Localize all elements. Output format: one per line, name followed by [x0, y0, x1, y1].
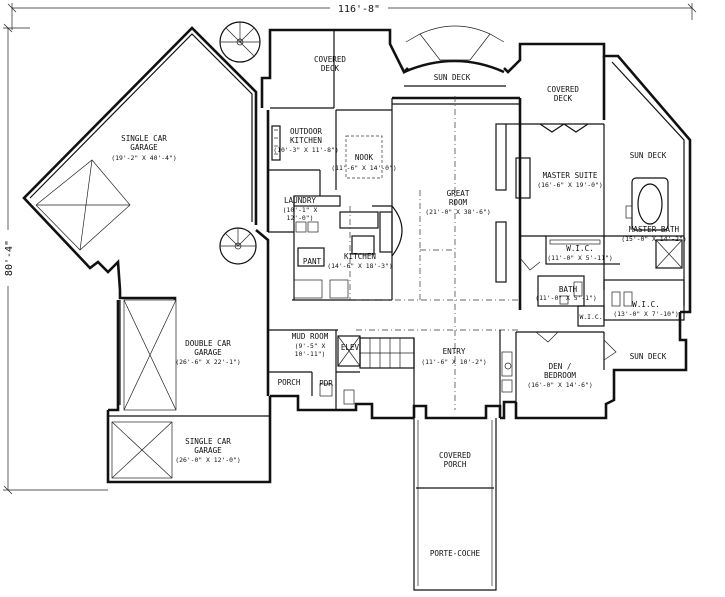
- single-garage-bottom-line2: GARAGE: [194, 446, 222, 455]
- great-room-line1: GREAT: [447, 189, 470, 198]
- mud-room-size-line1: (9'-5" X: [295, 342, 326, 350]
- spiral-stair-top: [219, 21, 261, 63]
- bath-name: BATH: [559, 285, 578, 294]
- exterior-walls: [22, 25, 692, 591]
- wic-upper-name: W.I.C.: [566, 244, 593, 253]
- width-dimension: 116'-8": [338, 4, 380, 15]
- wic-lower-name: W.I.C.: [632, 300, 659, 309]
- covered-porch-line1: COVERED: [439, 451, 471, 460]
- covered-deck-right-line1: COVERED: [547, 85, 579, 94]
- elev-name: ELEV: [341, 343, 360, 352]
- height-dimension: 80'-4": [4, 240, 15, 276]
- kitchen-name: KITCHEN: [344, 252, 376, 261]
- double-garage-size: (26'-6" X 22'-1"): [175, 358, 240, 366]
- mud-room-name: MUD ROOM: [292, 332, 329, 341]
- master-suite-size: (16'-6" X 19'-0"): [537, 181, 602, 189]
- wic-small-name: W.I.C.: [579, 313, 602, 321]
- spiral-stair-middle: [219, 227, 257, 265]
- interior-walls: [266, 30, 685, 418]
- single-garage-top-name-line2: GARAGE: [130, 143, 158, 152]
- bath-size: (11'-0" X 5'-1"): [535, 294, 597, 302]
- mud-room-size-line2: 10'-11"): [295, 350, 326, 358]
- kitchen-size: (14'-6" X 18'-3"): [327, 262, 392, 270]
- great-room-line2: ROOM: [449, 198, 468, 207]
- double-garage-line2: GARAGE: [194, 348, 222, 357]
- single-garage-top-name-line1: SINGLE CAR: [121, 134, 167, 143]
- great-room-size: (21'-0" X 38'-6"): [425, 208, 490, 216]
- sun-deck-lower: SUN DECK: [630, 352, 667, 361]
- laundry-size-line2: 12'-0"): [287, 214, 314, 222]
- den-line2: BEDROOM: [544, 371, 576, 380]
- covered-deck-right-line2: DECK: [554, 94, 573, 103]
- master-bath-name: MASTER BATH: [629, 225, 680, 234]
- single-garage-bottom-line1: SINGLE CAR: [185, 437, 231, 446]
- covered-deck-top-line2: DECK: [321, 64, 340, 73]
- outdoor-kitchen-line1: OUTDOOR: [290, 127, 322, 136]
- nook-size: (11'-6" X 14'-0"): [331, 164, 396, 172]
- covered-porch-line2: PORCH: [444, 460, 467, 469]
- sun-deck-right: SUN DECK: [630, 151, 667, 160]
- master-suite-name: MASTER SUITE: [543, 171, 598, 180]
- porch-small-name: PORCH: [278, 378, 301, 387]
- wic-upper-size: (11'-0" X 5'-11"): [547, 254, 612, 262]
- outdoor-kitchen-line2: KITCHEN: [290, 136, 322, 145]
- single-garage-bottom-size: (26'-0" X 12'-0"): [175, 456, 240, 464]
- covered-deck-top-line1: COVERED: [314, 55, 346, 64]
- pdr-name: PDR: [319, 379, 333, 388]
- den-line1: DEN /: [549, 362, 572, 371]
- sun-deck-top: SUN DECK: [434, 73, 471, 82]
- wic-lower-size: (13'-0" X 7'-10"): [613, 310, 678, 318]
- dimension-lines: 116'-8" 80'-4": [1, 2, 697, 495]
- laundry-size-line1: (10'-1" X: [283, 206, 318, 214]
- pant-name: PANT: [303, 257, 322, 266]
- double-garage-line1: DOUBLE CAR: [185, 339, 231, 348]
- outdoor-kitchen-size: (10'-3" X 11'-8"): [273, 146, 338, 154]
- master-bath-size: (15'-0" X 14'-2"): [621, 235, 686, 243]
- entry-size: (11'-6" X 10'-2"): [421, 358, 486, 366]
- nook-name: NOOK: [355, 153, 374, 162]
- entry-name: ENTRY: [443, 347, 466, 356]
- porte-cochere-name: PORTE-COCHE: [430, 549, 481, 558]
- room-labels: SINGLE CAR GARAGE (19'-2" X 40'-4") COVE…: [111, 55, 686, 558]
- den-size: (16'-0" X 14'-6"): [527, 381, 592, 389]
- single-garage-top-size: (19'-2" X 40'-4"): [111, 154, 176, 162]
- laundry-name: LAUNDRY: [284, 196, 316, 205]
